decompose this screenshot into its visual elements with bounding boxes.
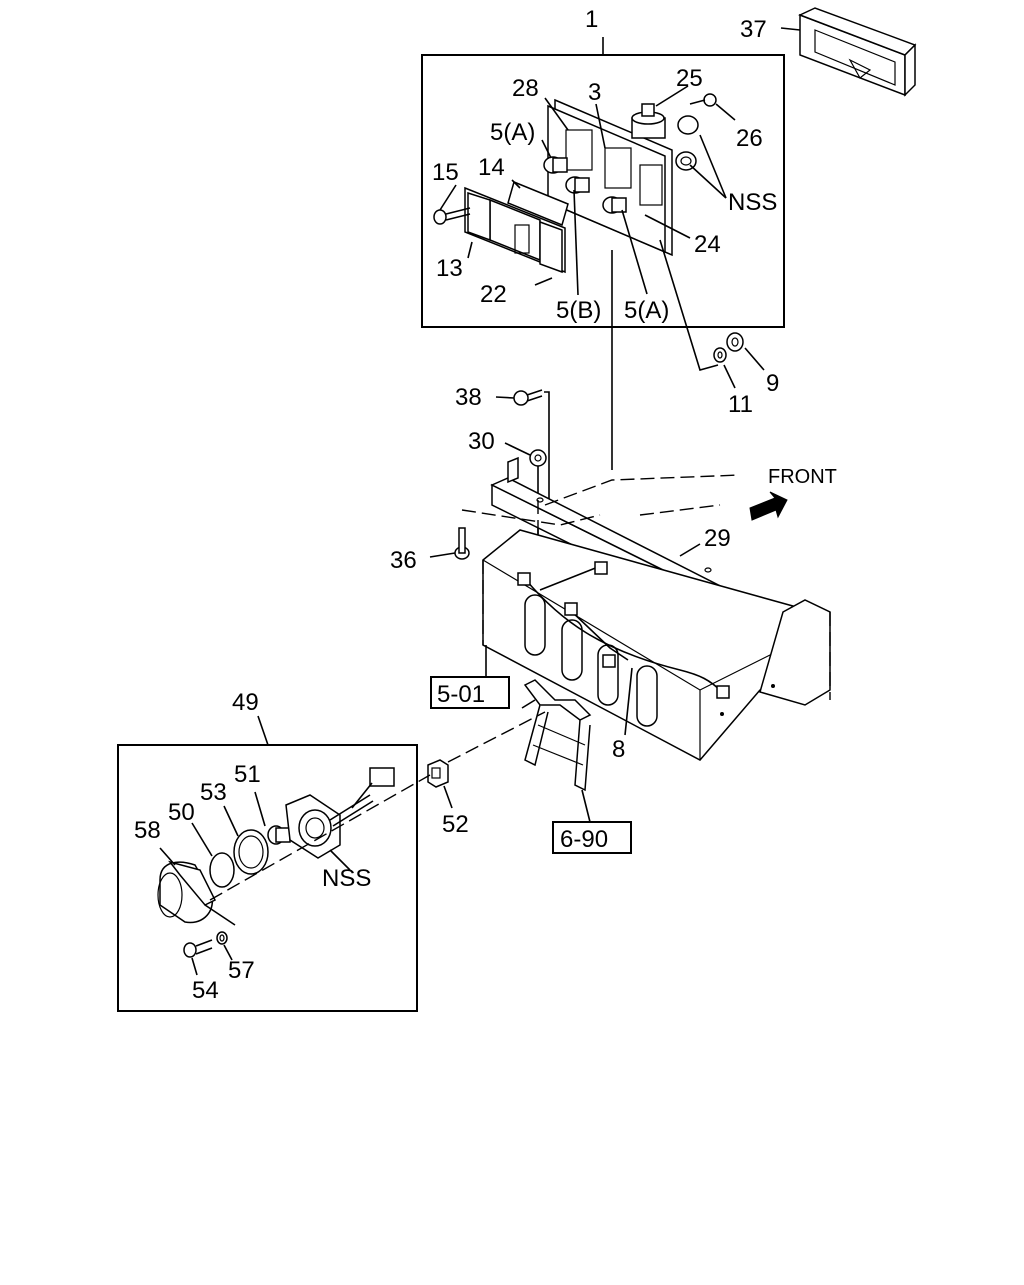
label-54: 54 <box>192 977 219 1004</box>
label-24: 24 <box>694 231 721 258</box>
rivet <box>720 712 724 716</box>
leader-8 <box>624 667 633 736</box>
label-5a-upper: 5(A) <box>490 119 535 146</box>
leaders-frame-49 <box>159 774 431 976</box>
label-49: 49 <box>232 689 259 716</box>
leader-6-90 <box>581 789 591 823</box>
label-13: 13 <box>436 255 463 282</box>
part-37-case <box>798 7 917 97</box>
leaders-frame-1 <box>439 85 736 296</box>
leader-49 <box>257 715 269 746</box>
screw-15 <box>433 207 471 225</box>
ref-box-5-01 <box>430 676 510 709</box>
label-30: 30 <box>468 428 495 455</box>
label-3: 3 <box>588 79 601 106</box>
label-nss-lower: NSS <box>322 865 371 892</box>
ring-53 <box>233 829 269 875</box>
washer-11 <box>713 347 727 363</box>
leader-37 <box>780 27 801 31</box>
bulb-51 <box>267 825 291 845</box>
module-14 <box>507 180 569 227</box>
cover-plate <box>464 186 566 274</box>
label-51: 51 <box>234 761 261 788</box>
label-58: 58 <box>134 817 161 844</box>
rivet <box>771 684 775 688</box>
label-52: 52 <box>442 811 469 838</box>
gasket-50 <box>209 852 235 888</box>
screw-54 <box>183 939 213 958</box>
clip-52 <box>427 759 449 788</box>
label-9: 9 <box>766 370 779 397</box>
ref-5-01: 5-01 <box>437 681 485 708</box>
label-22: 22 <box>480 281 507 308</box>
label-5a-lower: 5(A) <box>624 297 669 324</box>
label-25: 25 <box>676 65 703 92</box>
bracket-6-90 <box>523 679 592 792</box>
nut-30 <box>529 449 547 467</box>
label-8: 8 <box>612 736 625 763</box>
ref-6-90: 6-90 <box>560 826 608 853</box>
bulb-5b <box>565 176 590 194</box>
label-28: 28 <box>512 75 539 102</box>
label-nss-upper: NSS <box>728 189 777 216</box>
leader-36 <box>429 552 456 558</box>
label-57: 57 <box>228 957 255 984</box>
label-37: 37 <box>740 16 767 43</box>
label-50: 50 <box>168 799 195 826</box>
label-15: 15 <box>432 159 459 186</box>
chassis-box <box>482 529 831 761</box>
bolt-38 <box>513 389 543 406</box>
harness-8 <box>517 561 730 699</box>
grommet-nss <box>675 115 699 171</box>
ref-box-6-90 <box>552 821 632 854</box>
leader-38 <box>495 396 515 399</box>
dash-52 <box>447 711 546 763</box>
bulb-5a-upper <box>543 156 568 174</box>
bolt-26 <box>689 93 717 107</box>
label-front: FRONT <box>768 466 837 488</box>
switch-25 <box>631 103 666 139</box>
leader-38-path <box>544 391 550 505</box>
bulb-5a-lower <box>602 196 627 214</box>
leader-5-01 <box>521 699 536 709</box>
bolt-36 <box>454 527 470 560</box>
label-38: 38 <box>455 384 482 411</box>
label-11: 11 <box>728 391 753 418</box>
label-36: 36 <box>390 547 417 574</box>
front-arrow-icon <box>749 491 788 521</box>
washer-57 <box>216 931 228 945</box>
nut-9 <box>726 332 744 352</box>
leader-52 <box>443 785 453 809</box>
socket-nss <box>285 767 395 859</box>
leader-29 <box>679 543 701 557</box>
label-5b: 5(B) <box>556 297 601 324</box>
label-14: 14 <box>478 154 505 181</box>
label-1: 1 <box>585 6 598 33</box>
leader-30 <box>504 442 531 456</box>
connection-leaders <box>611 239 719 470</box>
leader-9 <box>744 347 765 371</box>
label-26: 26 <box>736 125 763 152</box>
label-53: 53 <box>200 779 227 806</box>
leader-11 <box>723 364 736 389</box>
label-29: 29 <box>704 525 731 552</box>
lamp-lens-58 <box>157 860 217 924</box>
